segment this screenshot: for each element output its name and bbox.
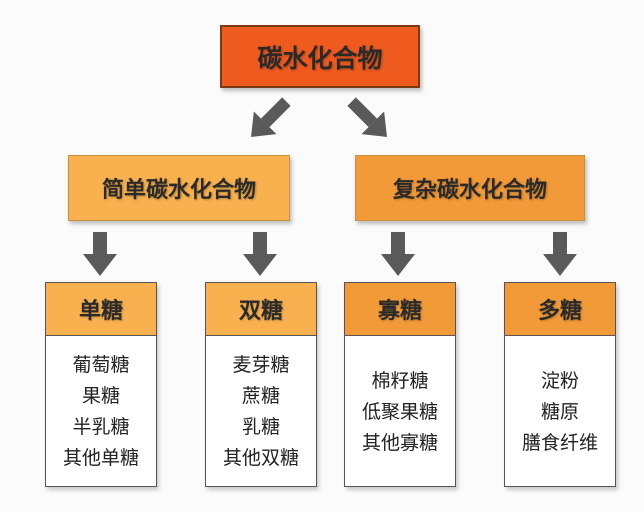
polysaccharide-node: 多糖 淀粉 糖原 膳食纤维 bbox=[504, 282, 616, 487]
arrow-simple-to-mono bbox=[83, 232, 117, 276]
root-node: 碳水化合物 bbox=[220, 25, 420, 88]
leaf-item: 蔗糖 bbox=[241, 385, 280, 407]
leaf-items: 麦芽糖 蔗糖 乳糖 其他双糖 bbox=[206, 336, 316, 488]
leaf-item: 膳食纤维 bbox=[521, 431, 598, 454]
arrow-complex-to-poly bbox=[543, 232, 577, 276]
arrow-root-to-simple bbox=[251, 97, 291, 137]
leaf-item: 葡萄糖 bbox=[72, 354, 130, 376]
simple-carbohydrate-node: 简单碳水化合物 bbox=[68, 155, 290, 221]
leaf-item: 棉籽糖 bbox=[371, 369, 429, 392]
disaccharide-node: 双糖 麦芽糖 蔗糖 乳糖 其他双糖 bbox=[205, 282, 317, 487]
leaf-item: 其他寡糖 bbox=[361, 431, 438, 454]
arrow-simple-to-di bbox=[243, 232, 277, 276]
complex-carbohydrate-node: 复杂碳水化合物 bbox=[355, 155, 585, 221]
leaf-item: 低聚果糖 bbox=[361, 400, 438, 423]
leaf-items: 葡萄糖 果糖 半乳糖 其他单糖 bbox=[46, 336, 156, 488]
leaf-item: 麦芽糖 bbox=[232, 354, 290, 376]
leaf-item: 果糖 bbox=[81, 385, 120, 407]
monosaccharide-node: 单糖 葡萄糖 果糖 半乳糖 其他单糖 bbox=[45, 282, 157, 487]
leaf-item: 半乳糖 bbox=[72, 416, 130, 438]
leaf-item: 其他单糖 bbox=[62, 447, 139, 469]
leaf-item: 乳糖 bbox=[241, 416, 280, 438]
leaf-item: 糖原 bbox=[540, 400, 579, 423]
leaf-items: 棉籽糖 低聚果糖 其他寡糖 bbox=[345, 336, 455, 488]
leaf-title: 多糖 bbox=[505, 283, 615, 336]
oligosaccharide-node: 寡糖 棉籽糖 低聚果糖 其他寡糖 bbox=[344, 282, 456, 487]
leaf-item: 其他双糖 bbox=[222, 447, 299, 469]
leaf-item: 淀粉 bbox=[540, 369, 579, 392]
leaf-title: 双糖 bbox=[206, 283, 316, 336]
arrow-root-to-complex bbox=[347, 97, 387, 137]
arrow-complex-to-oligo bbox=[381, 232, 415, 276]
leaf-items: 淀粉 糖原 膳食纤维 bbox=[505, 336, 615, 488]
leaf-title: 单糖 bbox=[46, 283, 156, 336]
leaf-title: 寡糖 bbox=[345, 283, 455, 336]
